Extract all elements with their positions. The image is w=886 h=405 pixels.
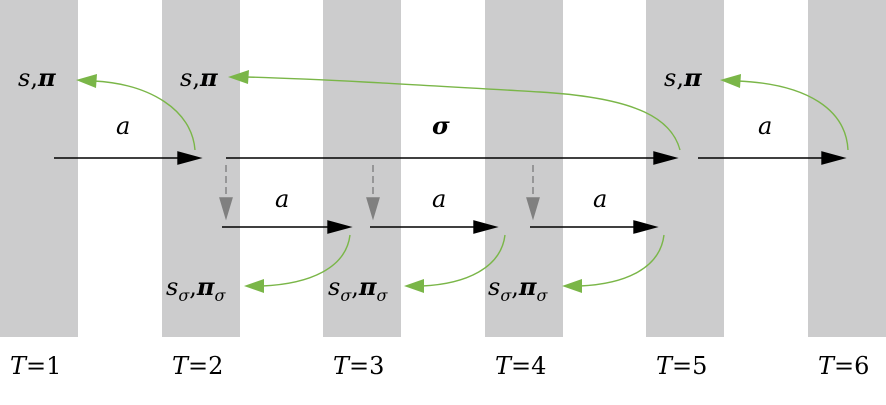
transition-labels: a σ a a a a [116,111,772,213]
arrowhead [219,197,233,221]
action-label-1: a [116,112,130,140]
arrowhead [228,70,249,84]
option-feedback-curve-4 [579,234,665,287]
action-label-5: a [758,112,772,140]
state-label-5: s,π [664,63,702,92]
option-feedback-curve-3 [421,234,506,287]
option-state-label-2: sσ,πσ [166,272,226,305]
option-label: σ [432,111,450,140]
option-feedback-curve-2 [261,234,351,287]
state-feedback-heads [76,70,741,88]
state-label-1: s,π [18,63,56,92]
arrowhead [653,151,679,165]
time-label-4: T=4 [495,352,546,380]
inner-action-label-4: a [593,185,607,213]
time-label-3: T=3 [333,352,384,380]
state-label-2: s,π [180,63,218,92]
state-labels: s,π s,π s,π [18,63,702,92]
feedback-curve-2 [245,76,681,151]
option-state-label-4: sσ,πσ [488,272,548,305]
arrowhead [327,220,353,234]
option-state-feedback-arrows [261,234,665,287]
time-bands [0,0,886,337]
time-axis-labels: T=1 T=2 T=3 T=4 T=5 T=6 [10,352,869,380]
time-label-1: T=1 [10,352,61,380]
inner-action-label-3: a [432,185,446,213]
option-internal-calls [219,165,540,221]
arrowhead [366,197,380,221]
arrowhead [720,74,741,88]
arrowhead [177,151,203,165]
option-state-labels: sσ,πσ sσ,πσ sσ,πσ [166,272,548,305]
option-state-label-3: sσ,πσ [328,272,388,305]
time-band-1 [0,0,78,337]
arrowhead [244,279,264,293]
arrowhead [633,220,659,234]
top-level-transitions [54,151,847,165]
feedback-curve-3 [737,80,849,151]
time-band-2 [162,0,240,337]
time-label-6: T=6 [818,352,869,380]
time-label-5: T=5 [656,352,707,380]
inner-action-label-2: a [275,185,289,213]
option-internal-actions [222,220,659,234]
arrowhead [821,151,847,165]
state-feedback-arrows [93,76,849,151]
arrowhead [404,279,424,293]
arrowhead [76,74,97,88]
arrowhead [562,279,582,293]
time-band-6 [808,0,886,337]
time-label-2: T=2 [172,352,223,380]
time-band-4 [485,0,563,337]
option-state-feedback-heads [244,279,582,293]
time-band-3 [323,0,401,337]
feedback-curve-1 [93,80,196,151]
arrowhead [526,197,540,221]
arrowhead [473,220,499,234]
time-band-5 [646,0,724,337]
